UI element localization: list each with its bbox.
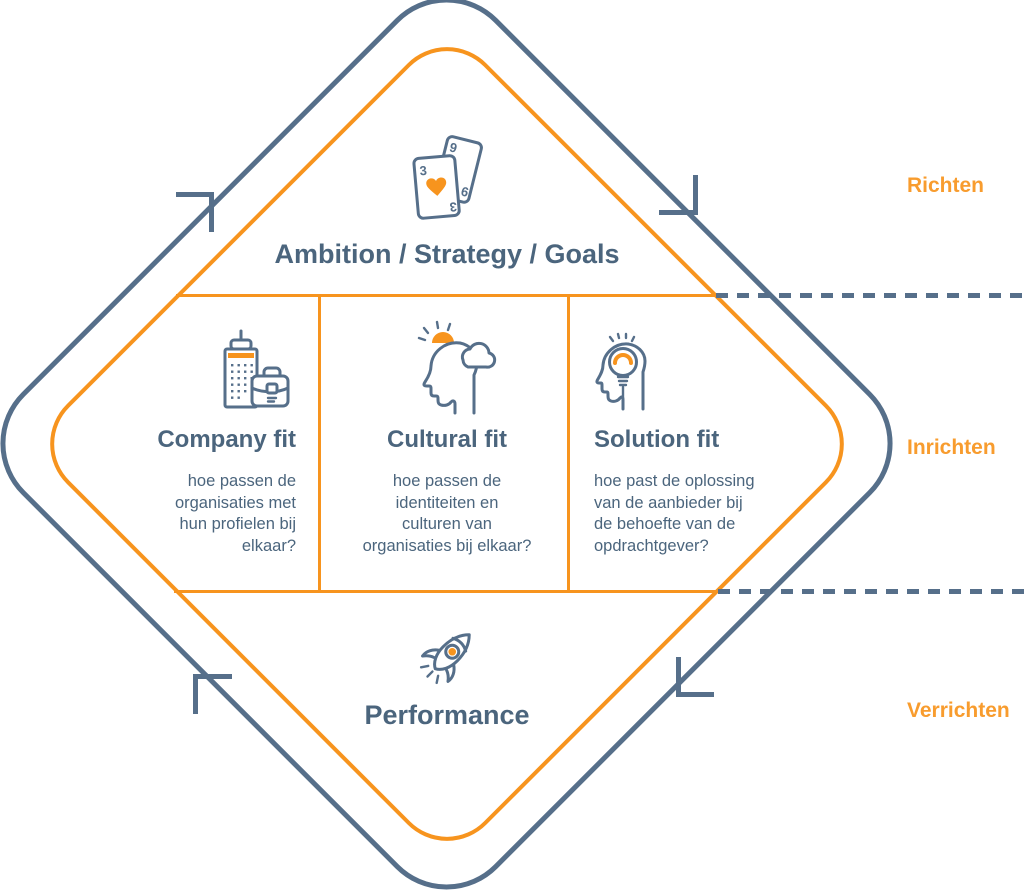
head-lightbulb-icon (595, 332, 647, 411)
cultural-fit-description: hoe passen de identiteiten en culturen v… (362, 472, 532, 555)
band-divider-left (318, 294, 321, 593)
dashed-separator-bottom (718, 589, 1024, 594)
dashed-separator-top (716, 293, 1024, 298)
company-fit-title: Company fit (157, 426, 296, 453)
ambition-title: Ambition / Strategy / Goals (274, 239, 620, 269)
solution-fit-title: Solution fit (594, 426, 720, 453)
solution-fit-description: hoe past de oplossing van de aanbieder b… (594, 472, 755, 555)
rocket-icon (419, 633, 471, 685)
svg-text:3: 3 (419, 163, 428, 179)
performance-title: Performance (364, 700, 530, 730)
head-sun-cloud-icon (417, 320, 497, 415)
playing-cards-icon: 9 9 3 3 (412, 135, 483, 220)
building-briefcase-icon (223, 329, 290, 409)
svg-text:9: 9 (448, 140, 459, 156)
svg-text:3: 3 (449, 199, 458, 215)
phase-label-inrichten: Inrichten (907, 436, 996, 459)
phase-label-richten: Richten (907, 174, 985, 197)
company-fit-description: hoe passen de organisaties met hun profi… (174, 472, 296, 555)
cultural-fit-title: Cultural fit (387, 426, 507, 453)
band-divider-right (567, 294, 570, 593)
building-windows (231, 364, 253, 399)
band-top-border (176, 294, 718, 297)
phase-label-verrichten: Verrichten (907, 699, 1010, 722)
svg-text:9: 9 (459, 184, 470, 200)
band-bottom-border (174, 590, 720, 593)
